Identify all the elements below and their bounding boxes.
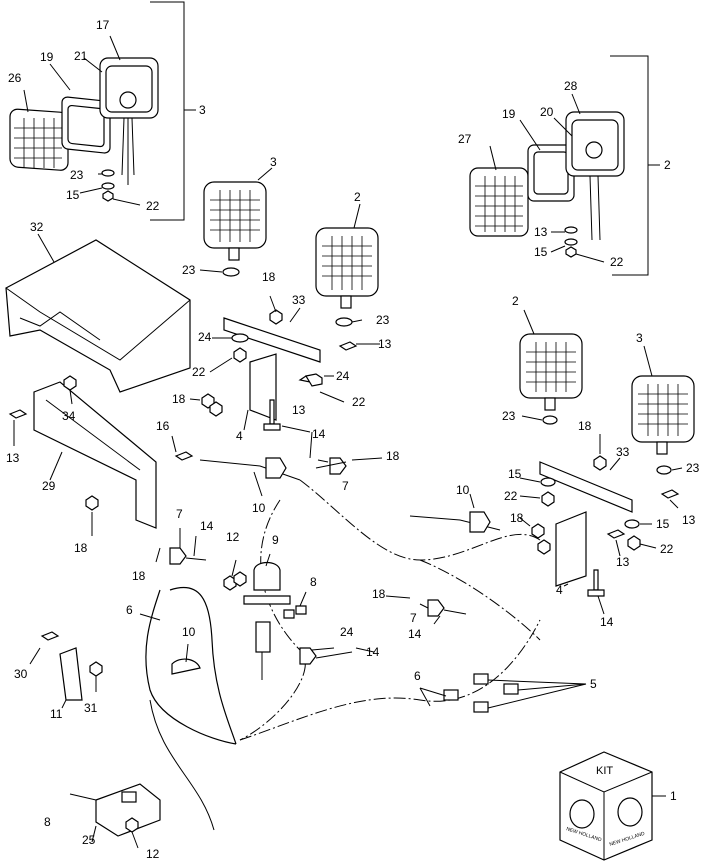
callout-6: 6 — [414, 669, 421, 683]
wiring-harness — [29, 431, 587, 849]
callout-1: 1 — [670, 789, 677, 803]
callout-23: 23 — [686, 461, 700, 475]
callout-22: 22 — [610, 255, 624, 269]
callout-22: 22 — [660, 542, 674, 556]
callout-2: 2 — [664, 158, 671, 172]
callout-14: 14 — [366, 645, 380, 659]
callout-23: 23 — [376, 313, 390, 327]
callout-8: 8 — [310, 575, 317, 589]
callout-18: 18 — [510, 511, 524, 525]
callout-4: 4 — [556, 583, 563, 597]
callout-23: 23 — [502, 409, 516, 423]
callout-29: 29 — [42, 479, 56, 493]
callout-31: 31 — [84, 701, 98, 715]
callout-18: 18 — [372, 587, 386, 601]
callout-14: 14 — [312, 427, 326, 441]
callout-22: 22 — [146, 199, 160, 213]
callout-3: 3 — [199, 103, 206, 117]
callout-19: 19 — [502, 107, 516, 121]
lamp-assembly-top-left — [9, 1, 196, 221]
callout-34: 34 — [62, 409, 76, 423]
callout-23: 23 — [70, 168, 84, 182]
callout-24: 24 — [340, 625, 354, 639]
callout-33: 33 — [616, 445, 630, 459]
callout-14: 14 — [200, 519, 214, 533]
callout-13: 13 — [6, 451, 20, 465]
callout-18: 18 — [578, 419, 592, 433]
callout-22: 22 — [352, 395, 366, 409]
callout-3: 3 — [270, 155, 277, 169]
callout-7: 7 — [176, 507, 183, 521]
callout-18: 18 — [386, 449, 400, 463]
callout-2: 2 — [354, 190, 361, 204]
callout-14: 14 — [600, 615, 614, 629]
callout-13: 13 — [378, 337, 392, 351]
callout-15: 15 — [656, 517, 670, 531]
callout-22: 22 — [504, 489, 518, 503]
callout-9: 9 — [272, 533, 279, 547]
callout-24: 24 — [198, 330, 212, 344]
callout-18: 18 — [74, 541, 88, 555]
callout-13: 13 — [292, 403, 306, 417]
callout-13: 13 — [534, 225, 548, 239]
callout-18: 18 — [132, 569, 146, 583]
callout-14: 14 — [408, 627, 422, 641]
callout-27: 27 — [458, 132, 472, 146]
callout-11: 11 — [50, 707, 63, 721]
callout-13: 13 — [616, 555, 630, 569]
callout-13: 13 — [682, 513, 696, 527]
callout-28: 28 — [564, 79, 578, 93]
kit-label: KIT — [596, 765, 613, 777]
callout-10: 10 — [456, 483, 470, 497]
callout-labels: 17 21 19 26 3 23 15 22 28 20 19 27 2 13 … — [6, 18, 700, 861]
callout-7: 7 — [410, 611, 417, 625]
callout-33: 33 — [292, 293, 306, 307]
work-lamps-right — [519, 309, 695, 615]
callout-25: 25 — [82, 833, 96, 847]
callout-15: 15 — [534, 245, 548, 259]
callout-24: 24 — [336, 369, 350, 383]
callout-6: 6 — [126, 603, 133, 617]
callout-10: 10 — [182, 625, 196, 639]
callout-12: 12 — [226, 530, 240, 544]
callout-10: 10 — [252, 501, 266, 515]
callout-30: 30 — [14, 667, 28, 681]
callout-2: 2 — [512, 294, 519, 308]
callout-26: 26 — [8, 71, 22, 85]
callout-22: 22 — [192, 365, 206, 379]
kit-box: KIT NEW HOLLAND NEW HOLLAND — [559, 751, 666, 861]
callout-5: 5 — [590, 677, 597, 691]
callout-17: 17 — [96, 18, 110, 32]
callout-8: 8 — [44, 815, 51, 829]
callout-18: 18 — [172, 392, 186, 406]
callout-19: 19 — [40, 50, 54, 64]
callout-32: 32 — [30, 220, 44, 234]
work-lamps-center — [189, 167, 380, 433]
callout-7: 7 — [342, 479, 349, 493]
callout-16: 16 — [156, 419, 170, 433]
callout-23: 23 — [182, 263, 196, 277]
callout-18: 18 — [262, 270, 276, 284]
callout-21: 21 — [74, 49, 88, 63]
lamp-assembly-top-right — [469, 55, 660, 276]
callout-12: 12 — [146, 847, 160, 861]
callout-3: 3 — [636, 331, 643, 345]
guard-and-bracket — [5, 233, 191, 536]
callout-20: 20 — [540, 105, 554, 119]
callout-15: 15 — [66, 188, 80, 202]
callout-15: 15 — [508, 467, 522, 481]
callout-4: 4 — [236, 429, 243, 443]
